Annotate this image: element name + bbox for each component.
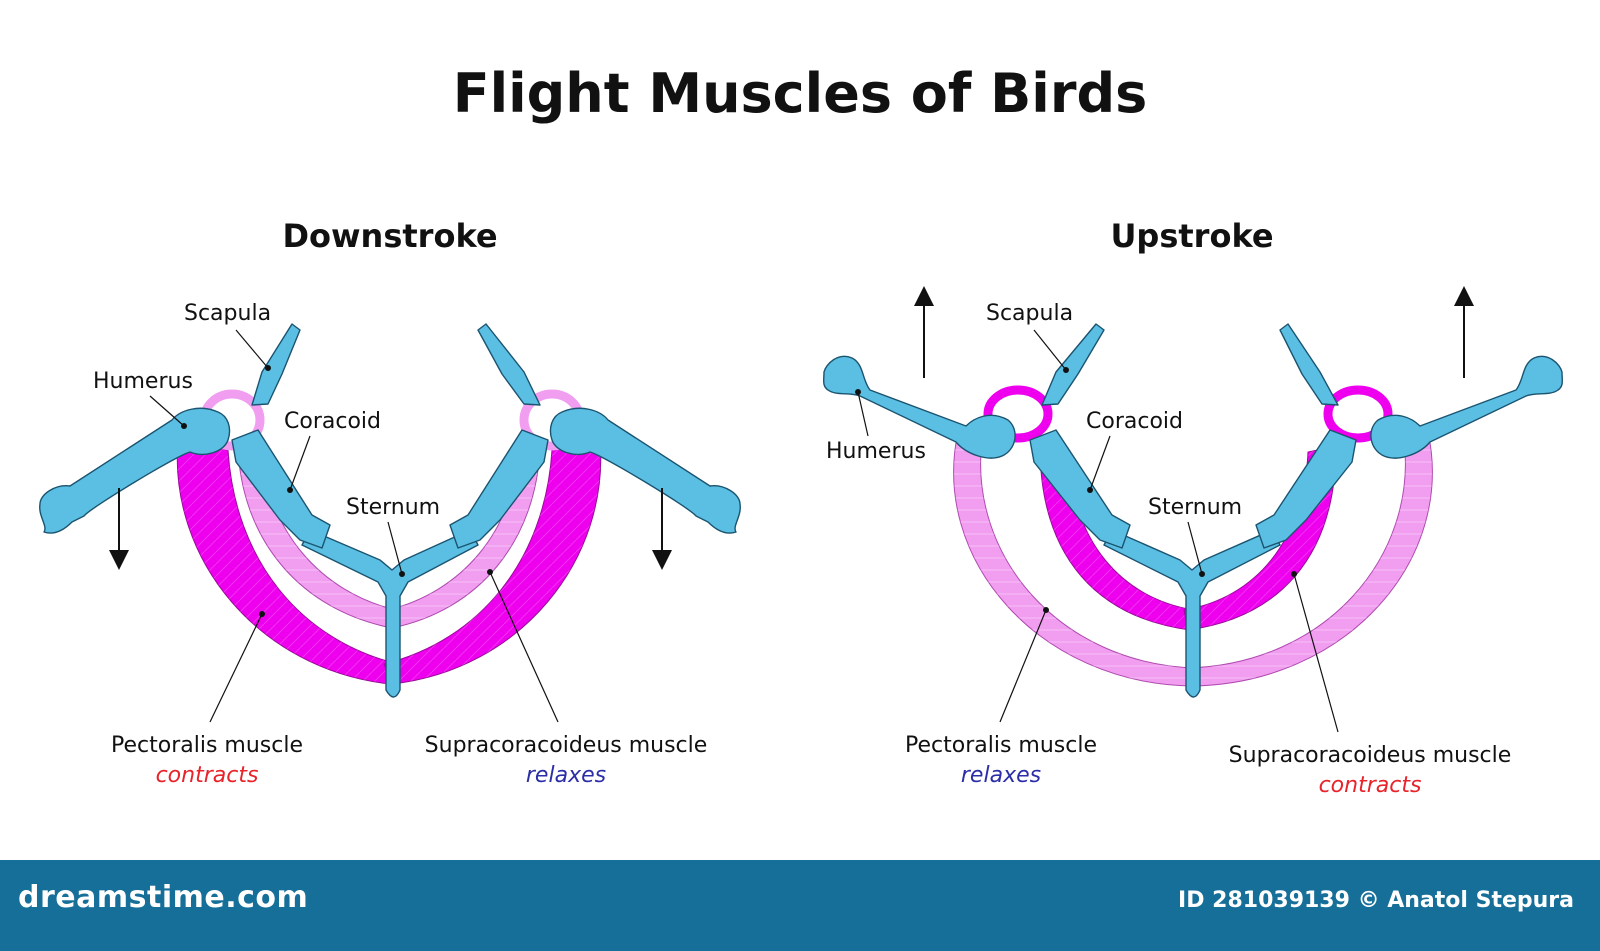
humerus-bone-right bbox=[549, 407, 741, 534]
label-pectoralis-state: relaxes bbox=[961, 763, 1041, 788]
tendon-loop-right bbox=[1323, 385, 1393, 443]
coracoid-bone-right bbox=[449, 429, 549, 549]
label-supracoracoideus-state: contracts bbox=[1319, 773, 1422, 798]
footer-bar: dreamstime.com ID 281039139 © Anatol Ste… bbox=[0, 860, 1600, 951]
humerus-bone-left bbox=[39, 407, 231, 534]
humerus-bone-right bbox=[1370, 355, 1564, 459]
label-supracoracoideus: Supracoracoideus muscle bbox=[1229, 743, 1512, 768]
tendon-loop-left bbox=[983, 385, 1053, 443]
coracoid-bone-left bbox=[231, 429, 331, 549]
label-humerus: Humerus bbox=[93, 369, 193, 394]
label-supracoracoideus-state: relaxes bbox=[526, 763, 606, 788]
sternum-bone bbox=[1103, 529, 1281, 698]
label-supracoracoideus: Supracoracoideus muscle bbox=[425, 733, 708, 758]
label-pectoralis: Pectoralis muscle bbox=[111, 733, 303, 758]
coracoid-bone-right bbox=[1255, 429, 1357, 549]
downstroke-panel: Downstroke Scapula Humerus Coraco bbox=[39, 217, 741, 788]
humerus-bone-left bbox=[822, 355, 1016, 459]
label-sternum: Sternum bbox=[346, 495, 440, 520]
label-scapula: Scapula bbox=[184, 301, 271, 326]
scapula-bone-left bbox=[251, 323, 301, 406]
label-pectoralis: Pectoralis muscle bbox=[905, 733, 1097, 758]
panel-heading-downstroke: Downstroke bbox=[282, 217, 497, 255]
label-sternum: Sternum bbox=[1148, 495, 1242, 520]
sternum-bone bbox=[301, 529, 479, 698]
scapula-bone-right bbox=[1279, 323, 1339, 406]
panel-heading-upstroke: Upstroke bbox=[1110, 217, 1273, 255]
scapula-bone-left bbox=[1041, 323, 1105, 406]
label-scapula: Scapula bbox=[986, 301, 1073, 326]
scapula-bone-right bbox=[477, 323, 541, 406]
flight-muscles-diagram: Flight Muscles of Birds Downstroke Scapu bbox=[39, 62, 1564, 798]
label-pectoralis-state: contracts bbox=[156, 763, 259, 788]
label-humerus: Humerus bbox=[826, 439, 926, 464]
label-coracoid: Coracoid bbox=[1086, 409, 1183, 434]
image-credit: ID 281039139 © Anatol Stepura bbox=[1178, 888, 1574, 913]
label-coracoid: Coracoid bbox=[284, 409, 381, 434]
page-title: Flight Muscles of Birds bbox=[453, 62, 1148, 125]
upstroke-panel: Upstroke Scapula Humerus Coracoid bbox=[822, 217, 1564, 798]
coracoid-bone-left bbox=[1029, 429, 1131, 549]
site-logo[interactable]: dreamstime.com bbox=[18, 880, 309, 915]
